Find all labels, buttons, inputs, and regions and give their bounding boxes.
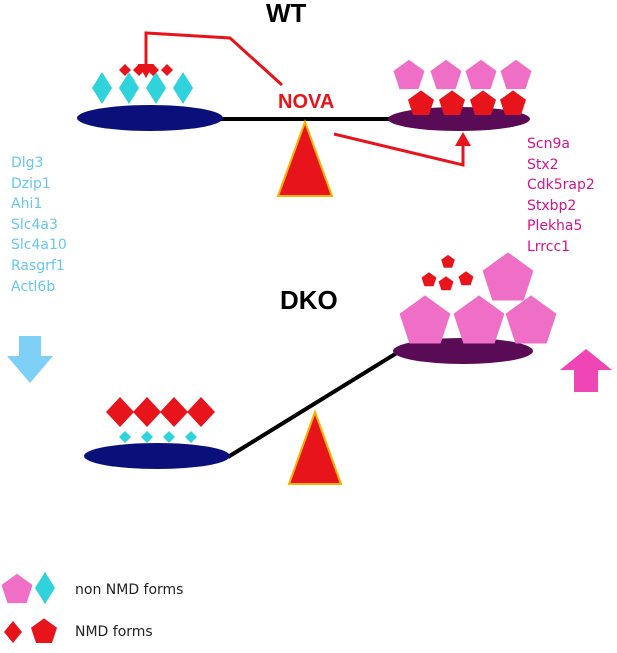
dko-small-cyan-diamond [163,431,175,443]
wt-pink-pentagon [465,59,497,90]
up-arrow-icon [560,349,612,392]
legend-pink-pentagon [1,573,33,604]
gene-name: Slc4a3 [11,216,58,233]
dko-small-cyan-diamond [141,431,153,443]
gene-name: Slc4a10 [11,237,67,254]
dko-pink-pentagon [399,295,451,344]
wt-small-red-diamond [119,64,131,76]
left-gene-list: Dlg3 Dzip1 Ahi1 Slc4a3 Slc4a10 Rasgrf1 A… [11,153,67,297]
dko-beam [226,349,402,459]
gene-name: Scn9a [527,136,570,152]
dko-title: DKO [280,285,338,315]
gene-name: Stxbp2 [527,197,577,214]
wt-balance [77,31,532,197]
dko-small-cyan-diamond [185,431,197,443]
nova-arrowhead-right [455,132,471,146]
wt-diamond [119,72,139,104]
gene-name: Lrrcc1 [527,238,571,255]
wt-diamond [173,72,193,104]
dko-pink-pentagon [505,295,557,344]
gene-name: Actl6b [11,278,56,295]
wt-diamond [146,72,166,104]
nova-arrow-to-right [333,132,465,167]
gene-name: Cdk5rap2 [527,177,595,194]
gene-name: Dzip1 [11,175,51,192]
nova-arrow-to-left [144,31,284,87]
dko-red-diamond [133,397,161,427]
wt-diamond [92,72,112,104]
nova-arrowhead-left [138,64,154,78]
wt-left-platform [77,105,223,131]
dko-balance [84,252,557,485]
legend-cyan-diamond [35,572,55,604]
gene-name: Ahi1 [11,196,43,213]
down-arrow-icon [7,336,53,383]
dko-small-cyan-diamond [119,431,131,443]
wt-red-pentagon [499,90,527,116]
wt-small-red-diamond [161,64,173,76]
legend-nmd-label: NMD forms [75,624,153,640]
dko-fulcrum [287,409,343,485]
dko-left-platform [84,443,230,469]
gene-name: Dlg3 [11,155,44,171]
wt-red-pentagon [407,90,435,116]
wt-fulcrum [276,119,334,197]
dko-small-red-pentagon [421,272,437,287]
right-gene-list: Scn9a Stx2 Cdk5rap2 Stxbp2 Plekha5 Lrrcc… [527,134,595,258]
wt-title: WT [266,0,307,28]
gene-name: Stx2 [527,156,559,173]
gene-name: Plekha5 [527,218,583,235]
gene-name: Rasgrf1 [11,257,65,274]
wt-red-pentagon [438,90,466,116]
dko-right-platform [393,338,533,364]
legend-red-diamond [4,621,22,643]
dko-pink-pentagon [453,295,505,344]
wt-pink-pentagon [500,59,532,90]
wt-pink-pentagon [430,59,462,90]
dko-red-diamond [187,397,215,427]
dko-small-red-pentagon [458,271,474,286]
nova-label: NOVA [278,91,335,113]
wt-pink-pentagon [393,59,425,90]
legend-red-pentagon [30,618,58,644]
dko-small-red-pentagon [438,276,454,291]
dko-small-red-pentagon [441,254,455,268]
legend [1,572,58,644]
dko-pink-pentagon [482,252,534,301]
dko-red-diamond [160,397,188,427]
dko-red-diamond [106,397,134,427]
wt-red-pentagon [469,90,497,116]
legend-non-nmd-label: non NMD forms [75,582,184,598]
